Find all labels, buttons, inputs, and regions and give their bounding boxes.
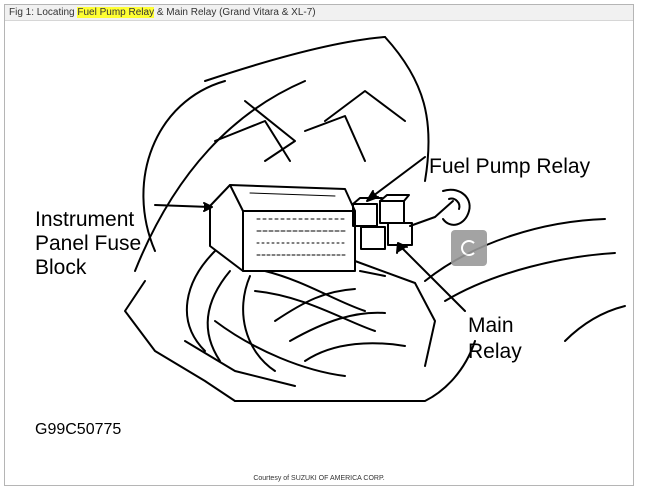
- label-fuse-block-line2: Panel Fuse: [35, 232, 142, 255]
- caption-highlight: Fuel Pump Relay: [77, 7, 155, 18]
- label-fuel-pump-relay: Fuel Pump Relay: [429, 155, 591, 178]
- label-main-line2: Relay: [468, 340, 522, 363]
- label-fuse-block-line1: Instrument: [35, 208, 135, 231]
- figure-frame: Fig 1: Locating Fuel Pump Relay & Main R…: [4, 4, 634, 486]
- label-instrument-panel-fuse-block: Instrument Panel Fuse Block: [35, 208, 141, 280]
- diagram-drawing: [124, 36, 626, 402]
- caption-suffix: & Main Relay (Grand Vitara & XL-7): [154, 7, 316, 18]
- relay-diagram: Fuel Pump Relay Instrument Panel Fuse Bl…: [5, 21, 633, 485]
- label-fuse-block-line3: Block: [35, 256, 87, 279]
- label-main-line1: Main: [468, 314, 514, 337]
- figure-caption: Fig 1: Locating Fuel Pump Relay & Main R…: [5, 5, 633, 21]
- label-main-relay: Main Relay: [468, 313, 522, 365]
- loading-spinner-button[interactable]: [451, 230, 487, 266]
- caption-prefix: Fig 1: Locating: [9, 7, 78, 18]
- figure-credit: Courtesy of SUZUKI OF AMERICA CORP.: [253, 475, 385, 482]
- loading-spinner-icon: [461, 240, 477, 256]
- figure-code: G99C50775: [35, 421, 122, 438]
